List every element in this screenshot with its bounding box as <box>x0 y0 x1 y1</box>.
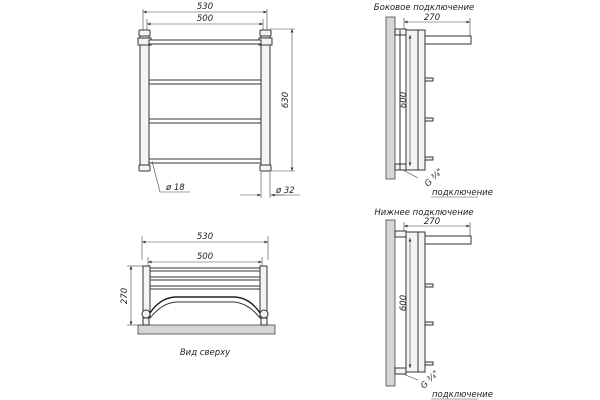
front-dim-530: 530 <box>142 2 268 30</box>
top-dim-270-label: 270 <box>120 288 130 304</box>
bottom-bracket-bottom <box>394 367 407 375</box>
front-pipe-diameter-label: ø 18 <box>165 183 185 193</box>
bottom-thread-callout: G ¾" подключение <box>402 369 493 400</box>
front-left-cap-top <box>138 29 151 37</box>
top-left-fitting <box>141 309 151 319</box>
bottom-dim-270-label: 270 <box>424 217 440 227</box>
side-pin-3 <box>424 156 434 161</box>
bottom-top-bar <box>424 235 472 245</box>
top-dim-500: 500 <box>147 252 263 268</box>
top-dim-530-label: 530 <box>197 232 213 242</box>
front-post-diameter-label: ø 32 <box>275 186 295 196</box>
top-right-fitting <box>259 309 269 319</box>
front-crossbar-2 <box>148 79 262 85</box>
front-right-cap-top <box>259 29 272 37</box>
front-left-post <box>139 31 150 171</box>
side-connection-view: Боковое подключение 270 600 G ¾" подключ… <box>374 3 493 198</box>
front-dim-630: 630 <box>270 28 295 172</box>
side-wall <box>385 16 396 180</box>
top-bar-1 <box>149 267 261 272</box>
top-dim-500-label: 500 <box>197 252 213 262</box>
front-crossbar-4 <box>148 158 262 164</box>
front-crossbar-3 <box>148 118 262 124</box>
front-dim-630-label: 630 <box>281 92 291 108</box>
side-thread-label: G ¾" <box>423 167 445 189</box>
side-pin-1 <box>424 77 434 82</box>
front-dim-530-label: 530 <box>197 2 213 12</box>
top-left-wall-mount <box>142 317 150 326</box>
front-right-cap-bottom <box>259 164 272 172</box>
top-dim-530: 530 <box>141 232 269 260</box>
bottom-pin-1 <box>424 283 434 288</box>
top-bar-2 <box>149 276 261 281</box>
top-curved-bar <box>149 296 261 314</box>
front-right-post <box>260 31 271 171</box>
front-post-diameter-callout: ø 32 <box>240 172 300 198</box>
bottom-post-back <box>417 231 426 373</box>
side-thread-caption: подключение <box>432 188 493 198</box>
bottom-dim-600-label: 600 <box>399 295 409 311</box>
bottom-dim-600: 600 <box>399 238 412 368</box>
side-thread-callout: G ¾" подключение <box>402 167 493 198</box>
side-top-bar <box>424 35 472 45</box>
side-connection-title: Боковое подключение <box>374 3 474 13</box>
side-dim-270: 270 <box>403 13 471 38</box>
bottom-thread-caption: подключение <box>432 390 493 400</box>
top-right-wall-mount <box>260 317 268 326</box>
side-dim-270-label: 270 <box>424 13 440 23</box>
front-dim-500-label: 500 <box>197 14 213 24</box>
bottom-pin-2 <box>424 321 434 326</box>
front-dim-500: 500 <box>146 14 264 34</box>
side-dim-600-label: 600 <box>399 92 409 108</box>
front-view: 530 500 630 <box>137 2 300 198</box>
top-bar-3 <box>149 285 261 290</box>
front-pipe-diameter-callout: ø 18 <box>151 160 190 193</box>
bottom-wall <box>385 219 396 387</box>
side-dim-600: 600 <box>399 35 412 166</box>
top-curved-bar-inner <box>149 301 261 319</box>
bottom-pin-3 <box>424 361 434 366</box>
bottom-connection-title: Нижнее подключение <box>374 208 473 218</box>
front-crossbar-1 <box>148 39 262 45</box>
bottom-connection-view: Нижнее подключение 270 600 G ¾" подключе… <box>374 208 493 400</box>
top-view: 530 500 270 Вид сверху <box>120 232 276 358</box>
top-wall <box>137 324 276 335</box>
top-dim-270: 270 <box>120 265 143 326</box>
front-left-cap-bottom <box>138 164 151 172</box>
top-view-caption: Вид сверху <box>180 348 231 358</box>
bottom-bracket-top <box>394 230 407 238</box>
side-post-back <box>417 29 426 171</box>
side-pin-2 <box>424 117 434 122</box>
